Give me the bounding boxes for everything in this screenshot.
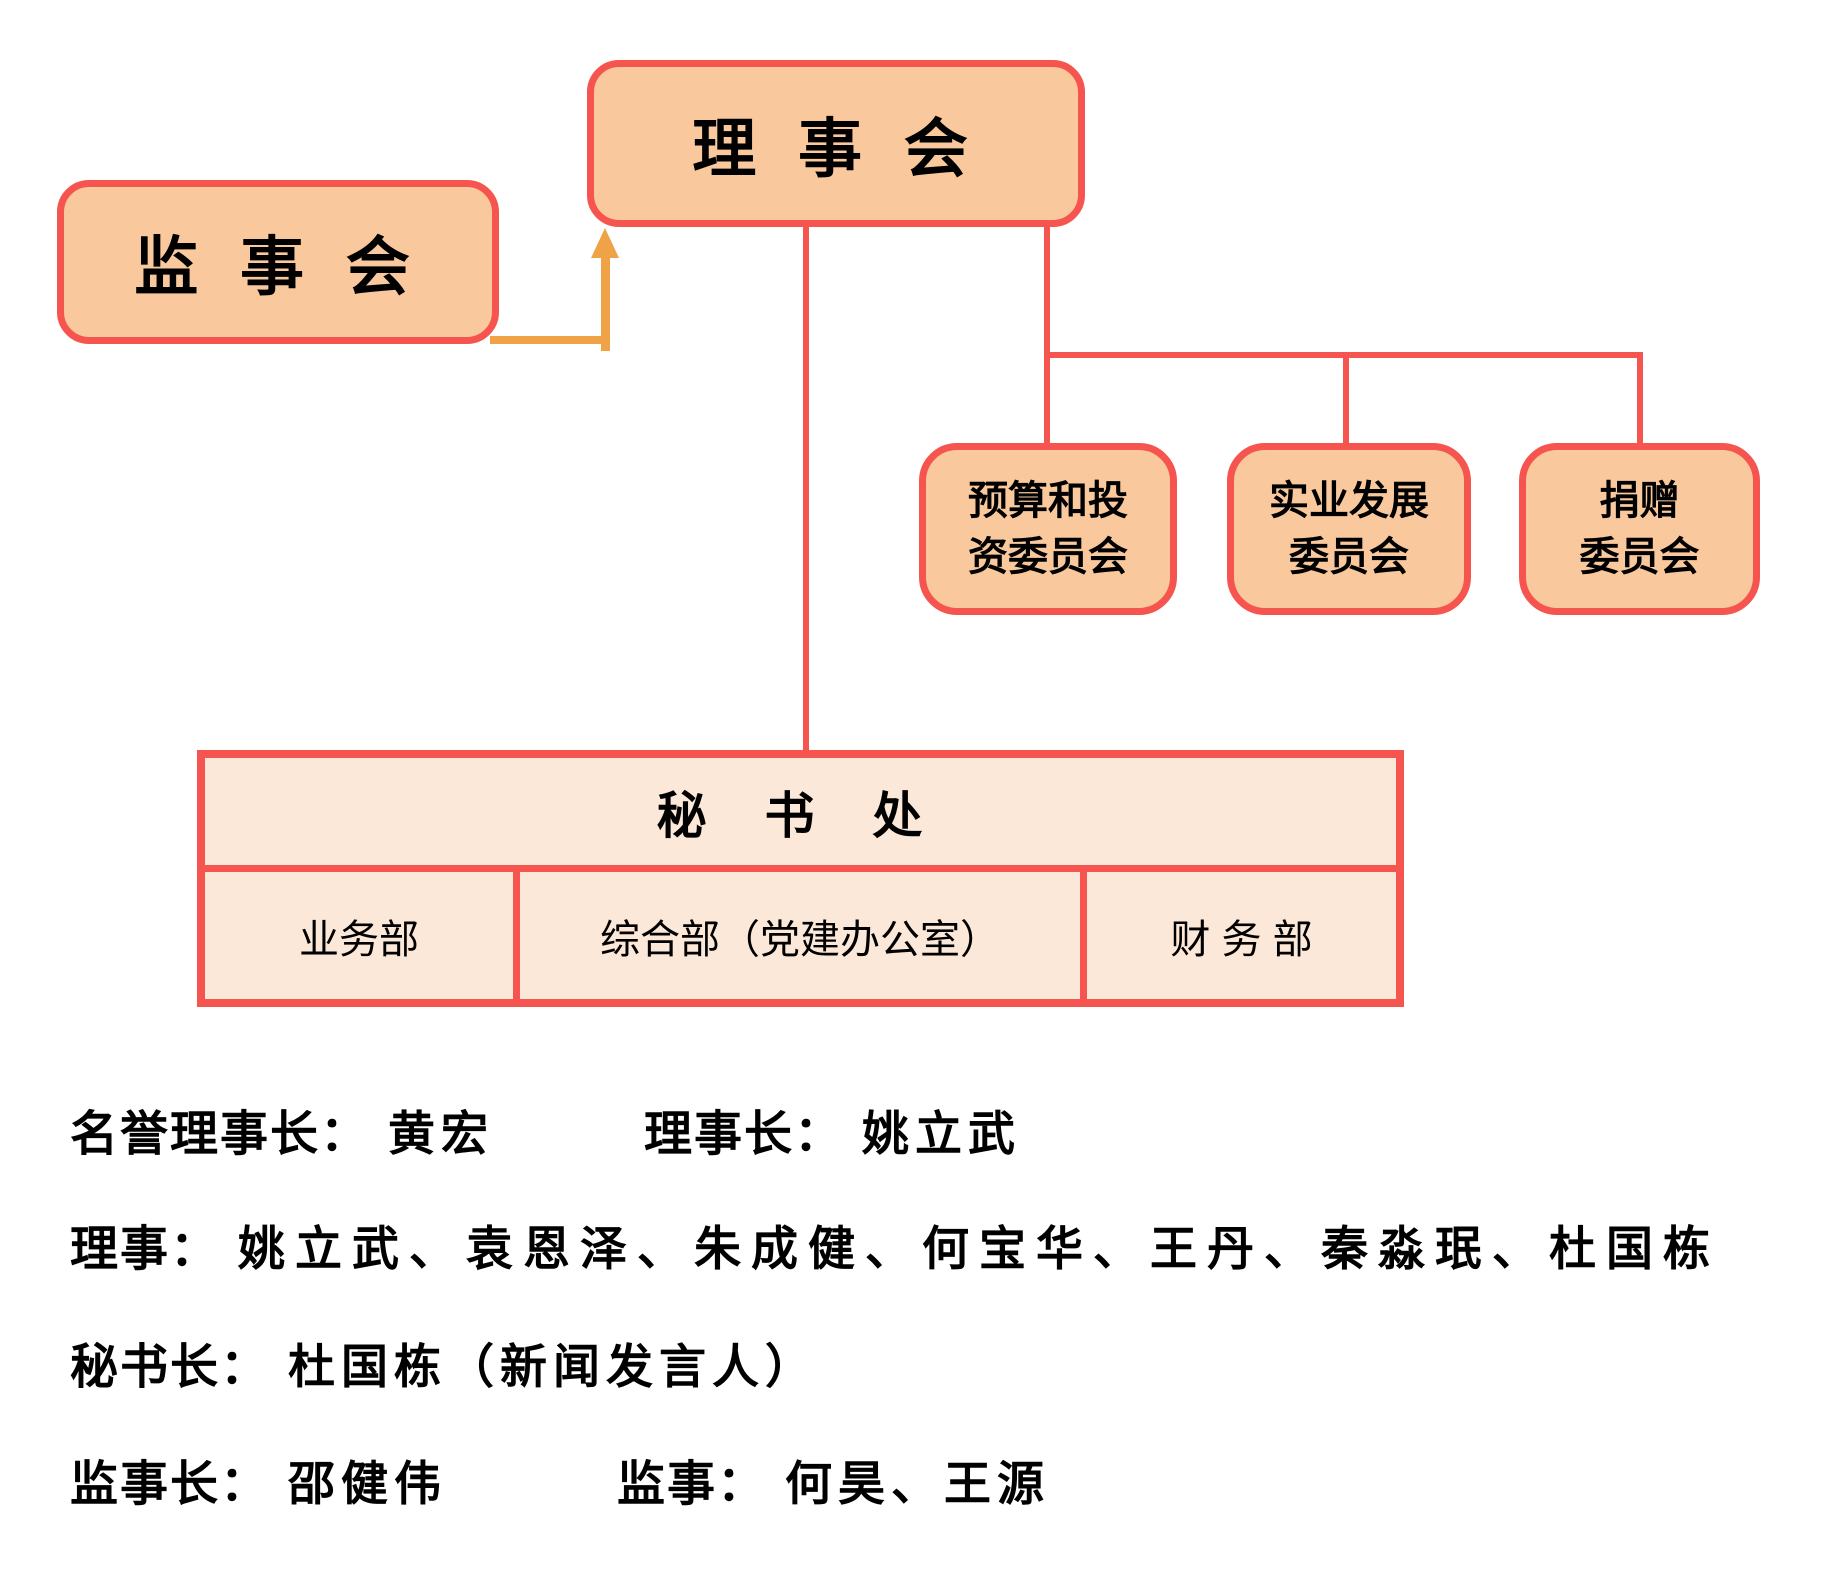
honorary-chairman-name: 黄宏: [388, 1109, 495, 1161]
board-box: 理 事 会: [587, 60, 1085, 227]
chief-supervisor-label: 监事长：: [70, 1458, 271, 1511]
secretariat-title: 秘 书 处: [656, 787, 945, 844]
roster-line-directors: 理事： 姚立武、袁恩泽、朱成健、何宝华、王丹、秦淼珉、杜国栋: [70, 1220, 1720, 1280]
connector-rail-to-committee-3: [1637, 352, 1643, 447]
supervisory-board-label: 监 事 会: [134, 231, 422, 303]
connector-board-to-committee-1: [1044, 227, 1050, 447]
department-finance-cell: 财 务 部: [1087, 872, 1396, 999]
committee-label-line: 实业发展: [1269, 479, 1429, 523]
supervisors-names: 何昊、王源: [785, 1459, 1051, 1511]
secretary-general-name: 杜国栋（新闻发言人）: [288, 1342, 819, 1394]
committee-label-line: 捐赠: [1599, 479, 1680, 523]
committee-budget-investment-label: 预算和投 资委员会: [968, 473, 1128, 585]
roster-line-supervisors: 监事长： 邵健伟 监事： 何昊、王源: [70, 1455, 1050, 1515]
roster-line-chairmen: 名誉理事长： 黄宏 理事长： 姚立武: [70, 1105, 1021, 1165]
committee-label-line: 资委员会: [968, 535, 1128, 579]
committee-label-line: 委员会: [1579, 535, 1700, 579]
arrow-up-icon: [591, 228, 619, 258]
committee-label-line: 预算和投: [968, 479, 1128, 523]
secretariat-header: 秘 书 处: [205, 758, 1396, 872]
directors-names: 姚立武、袁恩泽、朱成健、何宝华、王丹、秦淼珉、杜国栋: [238, 1224, 1721, 1276]
connector-supervisors-vertical: [601, 252, 610, 351]
secretary-general-label: 秘书长：: [70, 1341, 271, 1394]
connector-rail-to-committee-2: [1343, 352, 1349, 447]
department-business-cell: 业务部: [205, 872, 520, 999]
committee-industry-development-box: 实业发展 委员会: [1227, 443, 1471, 615]
department-business-label: 业务部: [299, 917, 419, 962]
secretariat-departments-row: 业务部 综合部（党建办公室） 财 务 部: [205, 872, 1396, 999]
committee-donation-label: 捐赠 委员会: [1580, 473, 1700, 585]
department-general-cell: 综合部（党建办公室）: [520, 872, 1087, 999]
roster-line-secretary-general: 秘书长： 杜国栋（新闻发言人）: [70, 1338, 818, 1398]
chairman-label: 理事长：: [644, 1108, 845, 1161]
connector-supervisors-horizontal: [490, 336, 610, 344]
committee-donation-box: 捐赠 委员会: [1519, 443, 1760, 615]
department-general-label: 综合部（党建办公室）: [600, 917, 1000, 962]
connector-board-to-secretariat: [803, 227, 809, 752]
board-label: 理 事 会: [692, 112, 980, 185]
chairman-name: 姚立武: [862, 1109, 1022, 1161]
supervisors-label: 监事：: [617, 1458, 768, 1511]
chief-supervisor-name: 邵健伟: [288, 1459, 448, 1511]
committee-label-line: 委员会: [1289, 535, 1409, 579]
honorary-chairman-label: 名誉理事长：: [70, 1108, 371, 1161]
directors-label: 理事：: [70, 1223, 221, 1276]
committee-budget-investment-box: 预算和投 资委员会: [919, 443, 1177, 615]
committee-industry-development-label: 实业发展 委员会: [1269, 473, 1429, 585]
department-finance-label: 财 务 部: [1170, 917, 1313, 962]
supervisory-board-box: 监 事 会: [57, 180, 499, 344]
secretariat-table: 秘 书 处 业务部 综合部（党建办公室） 财 务 部: [197, 750, 1404, 1007]
